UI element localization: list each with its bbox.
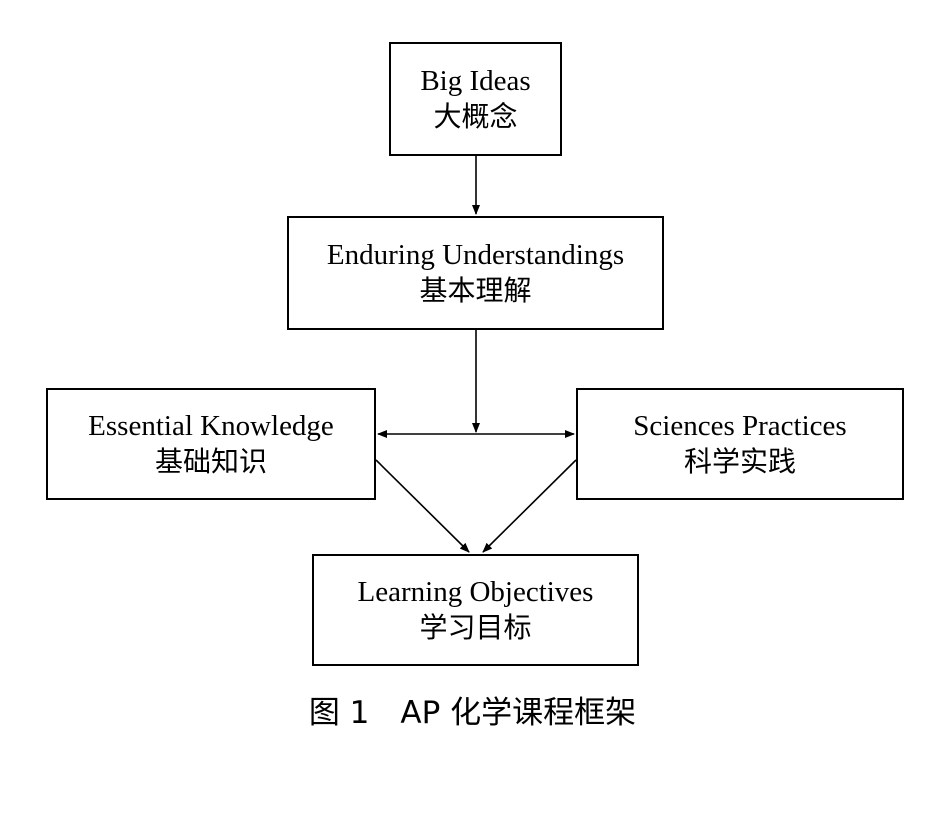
arrow-practices-to-objectives (482, 459, 577, 553)
node-big-ideas: Big Ideas 大概念 (389, 42, 562, 156)
node-learning-objectives-label-zh: 学习目标 (419, 611, 532, 644)
node-enduring-understandings-label-en: Enduring Understandings (326, 239, 625, 271)
node-big-ideas-label-zh: 大概念 (433, 100, 518, 133)
node-enduring-understandings-label-zh: 基本理解 (419, 274, 532, 307)
node-learning-objectives: Learning Objectives 学习目标 (312, 554, 639, 666)
node-big-ideas-label-en: Big Ideas (420, 65, 531, 97)
node-essential-knowledge-label-zh: 基础知识 (154, 445, 267, 478)
node-sciences-practices-label-en: Sciences Practices (633, 410, 847, 442)
arrow-essential-to-objectives (375, 459, 470, 553)
node-essential-knowledge-label-en: Essential Knowledge (88, 410, 334, 442)
node-enduring-understandings: Enduring Understandings 基本理解 (287, 216, 664, 330)
node-learning-objectives-label-en: Learning Objectives (357, 576, 594, 608)
node-sciences-practices-label-zh: 科学实践 (683, 445, 796, 478)
node-sciences-practices: Sciences Practices 科学实践 (576, 388, 904, 500)
node-essential-knowledge: Essential Knowledge 基础知识 (46, 388, 376, 500)
figure-caption: 图 1 AP 化学课程框架 (308, 695, 637, 731)
